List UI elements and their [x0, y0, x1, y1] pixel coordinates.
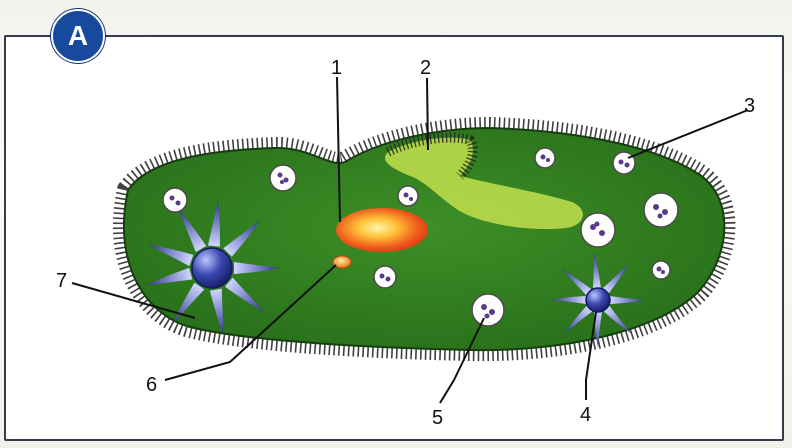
- callout-label-4: 4: [580, 404, 591, 426]
- callout-label-2: 2: [420, 57, 431, 79]
- callout-label-7: 7: [56, 270, 67, 292]
- leader-line-3: [628, 110, 748, 158]
- food-vacuole: [652, 261, 670, 279]
- callout-label-6: 6: [146, 374, 157, 396]
- food-vacuole: [472, 294, 504, 326]
- food-vacuole: [613, 152, 635, 174]
- food-vacuole: [374, 266, 396, 288]
- callout-label-3: 3: [744, 95, 755, 117]
- leader-line-2: [427, 78, 428, 150]
- food-vacuole: [581, 213, 615, 247]
- food-vacuole: [398, 186, 418, 206]
- macronucleus: [336, 208, 428, 252]
- food-vacuole: [535, 148, 555, 168]
- food-vacuole: [644, 193, 678, 227]
- callout-label-1: 1: [331, 57, 342, 79]
- food-vacuole: [163, 188, 187, 212]
- callout-label-5: 5: [432, 407, 443, 429]
- food-vacuole: [270, 165, 296, 191]
